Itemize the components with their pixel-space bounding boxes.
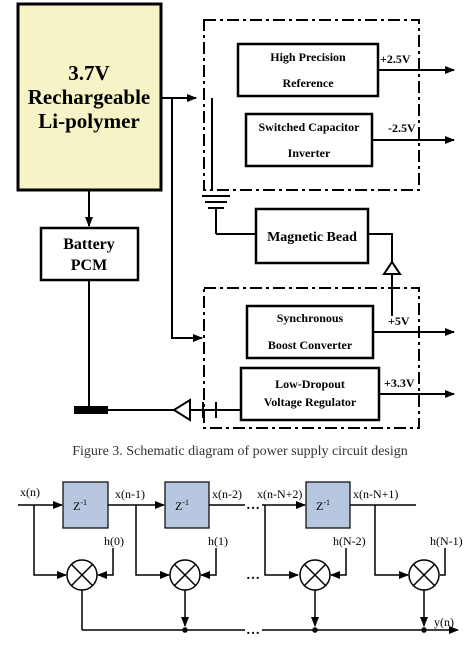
inverter-label-2: Inverter — [288, 146, 331, 160]
coef-wire-3 — [440, 548, 446, 576]
analog-module-frame — [203, 19, 420, 191]
tap-label-3: x(n-N+2) — [257, 487, 302, 501]
multiplier-1 — [169, 559, 201, 591]
tap-wire-2 — [264, 505, 299, 579]
coef-label-0: h(0) — [104, 534, 124, 548]
delay-label-1: Z-1 — [73, 498, 87, 513]
battery-chem-label: Li-polymer — [38, 109, 139, 133]
coef-wire-2 — [330, 548, 347, 579]
battery-voltage-label: 3.7V — [68, 61, 109, 85]
boost-label-2: Boost Converter — [268, 338, 353, 352]
magnetic-bead-box — [254, 207, 370, 265]
tap-label-2: x(n-2) — [212, 487, 242, 501]
tap-label-1: x(n-1) — [115, 487, 145, 501]
boost-output-label: +5V — [388, 314, 410, 328]
figure-3-caption: Figure 3. Schematic diagram of power sup… — [72, 444, 408, 459]
inverter-box — [244, 112, 374, 168]
battery-box — [16, 2, 163, 192]
reference-box — [236, 42, 380, 98]
sum-node-3 — [421, 627, 427, 633]
ldo-output-label: +3.3V — [384, 376, 415, 390]
tap-wire-1 — [135, 505, 170, 579]
reference-output-label: +2.5V — [380, 52, 411, 66]
tap-wire-3 — [374, 505, 409, 579]
ellipsis-taps: … — [246, 498, 260, 513]
coef-wire-0 — [97, 548, 114, 579]
fir-input-label: x(n) — [20, 485, 40, 499]
fir-output-label: y(n) — [434, 615, 454, 629]
ldo-box — [239, 366, 381, 422]
boost-label-1: Synchronous — [277, 311, 344, 325]
ground-bus — [74, 406, 108, 414]
fir-filter-diagram — [18, 481, 459, 634]
ldo-label-2: Voltage Regulator — [264, 395, 357, 409]
battery-to-boost-wire — [171, 98, 203, 342]
sum-node-2 — [312, 627, 318, 633]
multiplier-3 — [408, 559, 440, 591]
sum-node-1 — [182, 627, 188, 633]
ground-icon — [202, 195, 230, 234]
power-supply-labels: 3.7V Rechargeable Li-polymer Battery PCM… — [28, 50, 416, 459]
tap-wire-0 — [33, 505, 67, 579]
ldo-label-1: Low-Dropout — [275, 377, 345, 391]
ldo-buffer-triangle — [172, 398, 191, 422]
pcm-label-2: PCM — [71, 257, 107, 274]
coef-label-2: h(N-2) — [333, 534, 366, 548]
delay-label-2: Z-1 — [175, 498, 189, 513]
magnetic-bead-label: Magnetic Bead — [267, 230, 357, 245]
tap-label-4: x(n-N+1) — [353, 487, 398, 501]
coef-label-1: h(1) — [208, 534, 228, 548]
battery-type-label: Rechargeable — [28, 85, 150, 109]
delay-box-2 — [164, 481, 210, 529]
digital-module-frame — [203, 287, 420, 429]
bead-buffer-triangle — [382, 260, 402, 275]
bead-to-buffer-wire — [368, 233, 393, 262]
coef-wire-1 — [200, 548, 217, 579]
delay-box-3 — [305, 481, 351, 529]
battery-pcm-box — [39, 226, 140, 282]
multiplier-0 — [66, 559, 98, 591]
pcm-label-1: Battery — [63, 236, 115, 253]
ellipsis-mults: … — [246, 568, 260, 583]
coef-label-3: h(N-1) — [430, 534, 463, 548]
multiplier-2 — [299, 559, 331, 591]
inverter-label-1: Switched Capacitor — [259, 120, 361, 134]
power-supply-diagram — [16, 2, 455, 429]
delay-box-1 — [62, 481, 109, 529]
reference-label-2: Reference — [282, 76, 334, 90]
boost-converter-box — [245, 304, 375, 360]
inverter-output-label: -2.5V — [388, 121, 416, 135]
delay-label-3: Z-1 — [316, 498, 330, 513]
reference-label-1: High Precision — [270, 50, 346, 64]
fir-labels: x(n) Z-1 Z-1 Z-1 x(n-1) x(n-2) x(n-N+2) … — [20, 485, 463, 638]
ellipsis-sum: … — [246, 623, 260, 638]
